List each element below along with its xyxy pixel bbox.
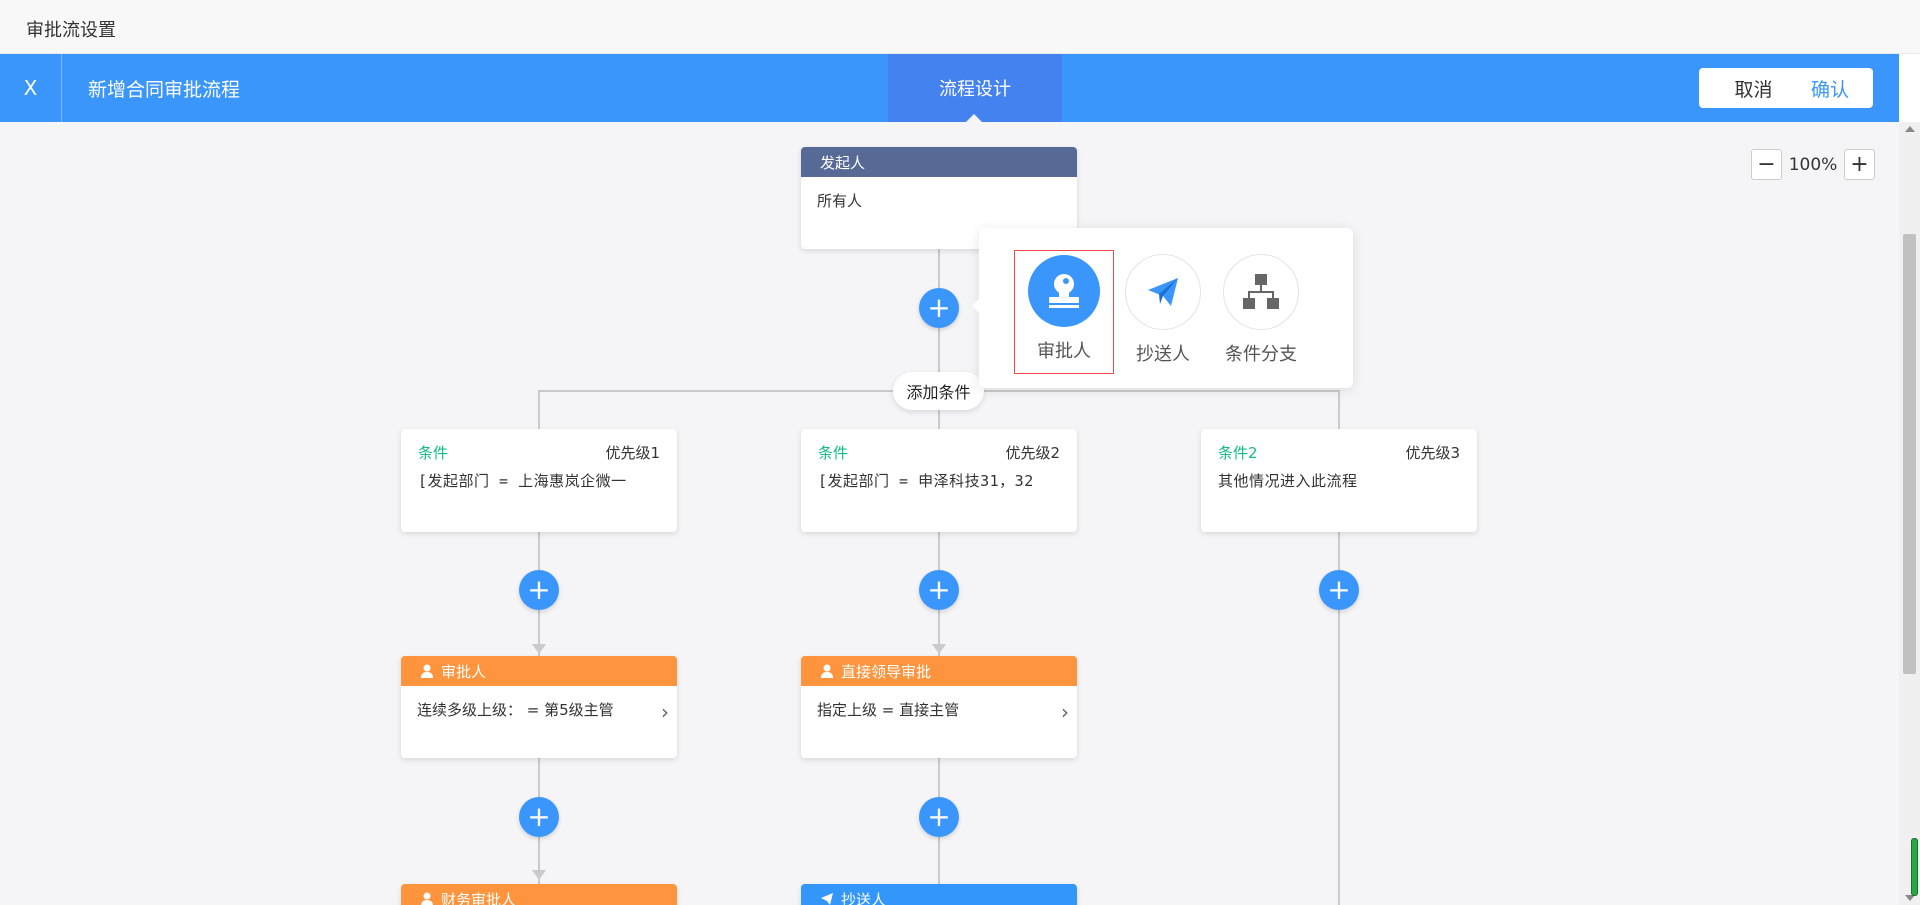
- user-icon: [820, 664, 834, 678]
- vertical-scrollbar[interactable]: [1899, 122, 1920, 905]
- paper-plane-icon: [820, 892, 834, 905]
- connector-arrow: [532, 870, 546, 880]
- approver-node-title: 直接领导审批: [841, 662, 932, 681]
- designer-header: X 新增合同审批流程 流程设计 取消 确认: [0, 54, 1899, 122]
- add-node-button[interactable]: +: [919, 570, 959, 610]
- add-node-button[interactable]: +: [519, 570, 559, 610]
- start-node-header: 发起人: [801, 147, 1077, 177]
- cc-node-title: 抄送人: [841, 890, 887, 905]
- add-node-button[interactable]: +: [1319, 570, 1359, 610]
- add-node-popover: 审批人 抄送人: [972, 228, 1353, 388]
- start-node-content: 所有人: [817, 192, 863, 210]
- finance-node-header: 财务审批人: [401, 884, 677, 905]
- tab-flow-design[interactable]: 流程设计: [888, 54, 1062, 122]
- scroll-up-arrow-icon[interactable]: [1905, 126, 1915, 132]
- user-icon: [420, 892, 434, 905]
- add-node-button[interactable]: +: [919, 288, 959, 328]
- approver-node-content: 连续多级上级： = 第5级主管: [417, 701, 614, 719]
- condition-priority: 优先级1: [605, 444, 660, 462]
- condition-priority: 优先级2: [1005, 444, 1060, 462]
- flow-title: 新增合同审批流程: [88, 79, 241, 101]
- scroll-down-arrow-icon[interactable]: [1905, 895, 1915, 901]
- scrollbar-thumb[interactable]: [1903, 234, 1916, 674]
- condition-name: 条件: [418, 444, 449, 462]
- zoom-control: − 100% +: [1751, 149, 1875, 180]
- option-label: 审批人: [1037, 341, 1091, 362]
- finance-approver-node[interactable]: 财务审批人: [401, 884, 677, 905]
- close-button[interactable]: X: [0, 54, 62, 122]
- option-cc[interactable]: 抄送人: [1113, 250, 1213, 374]
- status-indicator: [1911, 838, 1918, 896]
- approver-node-header: 审批人: [401, 656, 677, 686]
- condition-desc: 其他情况进入此流程: [1218, 472, 1358, 490]
- condition-name: 条件2: [1218, 444, 1258, 462]
- approver-node-title: 审批人: [441, 662, 487, 681]
- zoom-level: 100%: [1788, 154, 1838, 175]
- zoom-out-button[interactable]: −: [1751, 149, 1782, 180]
- option-label: 抄送人: [1136, 344, 1190, 365]
- option-label: 条件分支: [1225, 344, 1297, 365]
- approver-node-body: 指定上级 = 直接主管 ›: [801, 686, 1077, 733]
- chevron-right-icon: ›: [661, 700, 669, 724]
- cc-node-header: 抄送人: [801, 884, 1077, 905]
- zoom-in-button[interactable]: +: [1844, 149, 1875, 180]
- finance-node-title: 财务审批人: [441, 890, 517, 905]
- condition-desc: [发起部门 = 申泽科技31，32: [818, 472, 1034, 490]
- flow-canvas: − 100% + 发起人 所有人 + 添加条件: [0, 122, 1899, 905]
- connector-line: [1338, 390, 1340, 905]
- window-title: 审批流设置: [26, 20, 116, 41]
- approver-stamp-icon: [1028, 255, 1100, 327]
- add-condition-button[interactable]: 添加条件: [893, 372, 984, 410]
- window-titlebar: 审批流设置: [0, 0, 1920, 54]
- approver-node-header: 直接领导审批: [801, 656, 1077, 686]
- start-node-body: 所有人: [801, 177, 1077, 224]
- approver-node[interactable]: 直接领导审批 指定上级 = 直接主管 ›: [801, 656, 1077, 758]
- approver-node[interactable]: 审批人 连续多级上级： = 第5级主管 ›: [401, 656, 677, 758]
- condition-card[interactable]: 条件 优先级2 [发起部门 = 申泽科技31，32: [801, 429, 1077, 532]
- approver-node-body: 连续多级上级： = 第5级主管 ›: [401, 686, 677, 733]
- condition-name: 条件: [818, 444, 849, 462]
- user-icon: [420, 664, 434, 678]
- cc-node[interactable]: 抄送人: [801, 884, 1077, 905]
- option-branch[interactable]: 条件分支: [1211, 250, 1311, 374]
- chevron-right-icon: ›: [1061, 700, 1069, 724]
- connector-arrow: [932, 644, 946, 654]
- add-node-button[interactable]: +: [519, 797, 559, 837]
- org-branch-icon: [1223, 254, 1299, 330]
- approver-node-content: 指定上级 = 直接主管: [817, 701, 960, 719]
- popover-arrow: [972, 298, 980, 314]
- condition-card[interactable]: 条件2 优先级3 其他情况进入此流程: [1201, 429, 1477, 532]
- connector-arrow: [532, 644, 546, 654]
- condition-desc: [发起部门 = 上海惠岚企微一: [418, 472, 627, 490]
- paper-plane-icon: [1125, 254, 1201, 330]
- add-node-button[interactable]: +: [919, 797, 959, 837]
- condition-priority: 优先级3: [1405, 444, 1460, 462]
- confirm-button[interactable]: 确认: [1787, 68, 1873, 108]
- start-node-title: 发起人: [820, 153, 866, 172]
- tab-active-caret: [966, 114, 982, 122]
- condition-card[interactable]: 条件 优先级1 [发起部门 = 上海惠岚企微一: [401, 429, 677, 532]
- option-approver[interactable]: 审批人: [1014, 250, 1114, 374]
